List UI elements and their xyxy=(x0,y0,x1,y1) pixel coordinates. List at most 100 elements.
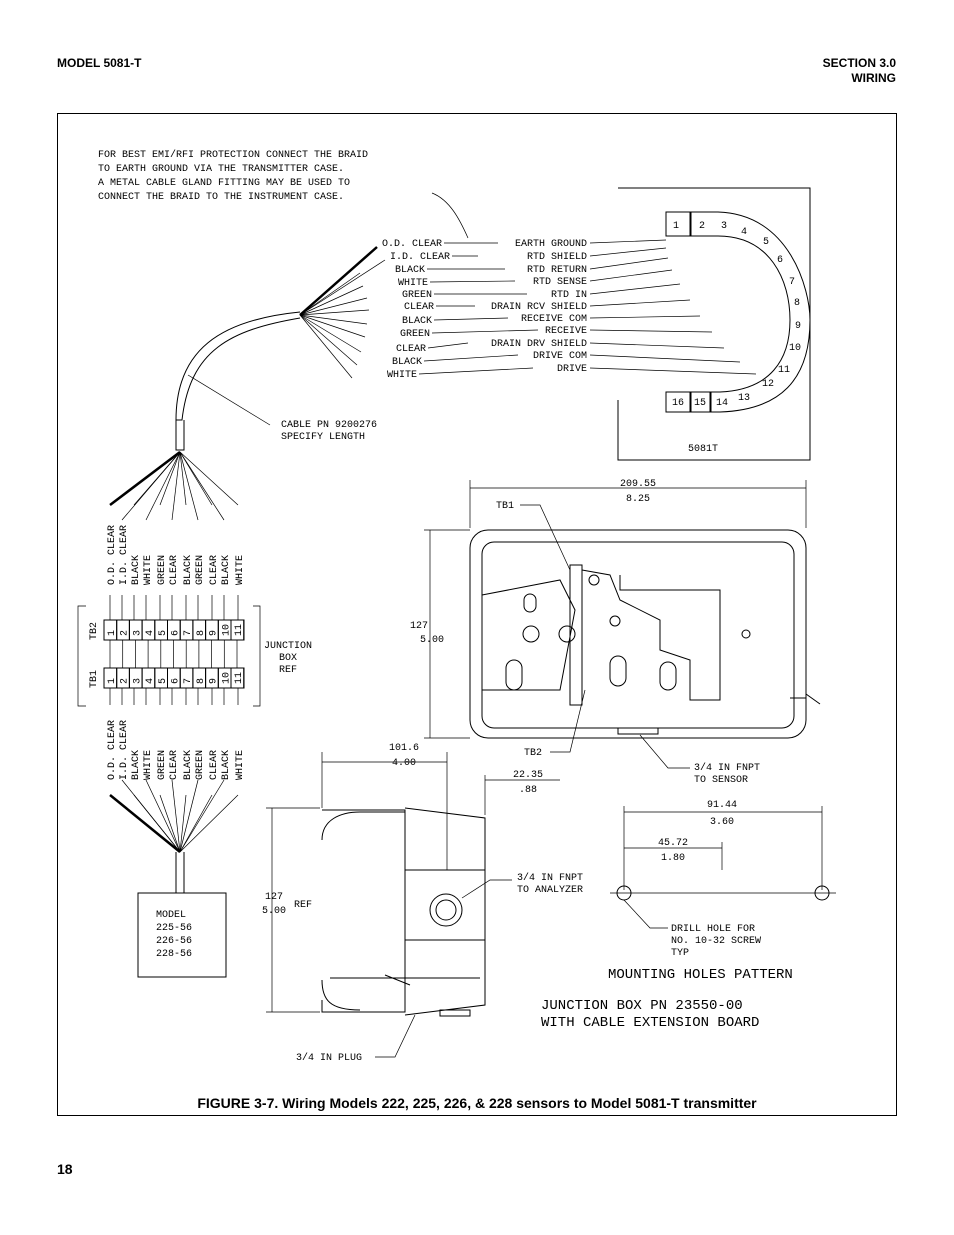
tb2-wire-label: WHITE xyxy=(143,555,154,585)
tb1-terminal: 8 xyxy=(196,678,207,684)
signal-label: RTD SHIELD xyxy=(527,252,587,263)
signal-link xyxy=(431,329,539,334)
fan-wire xyxy=(171,779,181,853)
terminal-number: 9 xyxy=(795,321,801,332)
tb2-cell xyxy=(230,619,245,641)
hole-spacing-in: 3.60 xyxy=(710,817,734,828)
side-height-dim xyxy=(266,807,320,1013)
fnpt-analyzer-line: TO ANALYZER xyxy=(517,885,583,896)
tb1-wire-label: GREEN xyxy=(195,750,206,780)
signal-wire xyxy=(589,367,757,375)
fan-wire xyxy=(179,451,187,506)
tb1-wire-label: BLACK xyxy=(221,750,232,780)
tb1-pointer xyxy=(520,504,571,571)
fan-wire xyxy=(179,794,239,853)
tb2-terminal: 3 xyxy=(132,630,143,636)
signal-wire xyxy=(589,299,691,307)
cable-label-line: CABLE PN 9200276 xyxy=(281,420,377,431)
signal-label: EARTH GROUND xyxy=(515,239,587,250)
signal-link xyxy=(418,367,534,375)
terminal-number: 11 xyxy=(778,365,790,376)
fan-wire xyxy=(299,314,358,366)
wire-color-label: WHITE xyxy=(387,370,417,381)
height-dim xyxy=(424,529,470,739)
cable-label-line: SPECIFY LENGTH xyxy=(281,432,365,443)
sensor-model-line: MODEL xyxy=(156,910,186,921)
plug-leader xyxy=(375,1014,416,1058)
terminal-number: 5 xyxy=(763,237,769,248)
fan-wire xyxy=(299,314,366,338)
note-line: FOR BEST EMI/RFI PROTECTION CONNECT THE … xyxy=(98,149,368,161)
terminal-number: 14 xyxy=(716,398,728,409)
depth-mm: 101.6 xyxy=(389,743,419,754)
tb1-cell xyxy=(230,667,245,689)
wire-color-label: CLEAR xyxy=(396,344,426,355)
tb2-terminal: 8 xyxy=(196,630,207,636)
note-line: TO EARTH GROUND VIA THE TRANSMITTER CASE… xyxy=(98,164,344,175)
figure-caption: FIGURE 3-7. Wiring Models 222, 225, 226,… xyxy=(197,1095,757,1111)
fan-wire xyxy=(299,285,364,316)
note-leader xyxy=(431,192,469,239)
signal-link xyxy=(429,280,516,283)
sensor-model-line: 225-56 xyxy=(156,923,192,934)
signal-label: DRAIN DRV SHIELD xyxy=(491,339,587,350)
tb1-terminal: 9 xyxy=(209,678,220,684)
tb1-terminal: 4 xyxy=(145,678,156,684)
plug-label: 3/4 IN PLUG xyxy=(296,1052,362,1064)
tb2-terminal: 6 xyxy=(171,630,182,636)
terminal-number: 7 xyxy=(789,277,795,288)
cable-inner xyxy=(175,311,301,421)
wire-color-label: BLACK xyxy=(395,265,425,276)
fan-wire xyxy=(179,451,225,521)
tb1-terminal: 5 xyxy=(158,678,169,684)
cable-leader xyxy=(187,374,271,426)
tb2-wire-label: BLACK xyxy=(131,555,142,585)
jbox-title-line: JUNCTION BOX PN 23550-00 xyxy=(541,998,743,1014)
signal-label: RTD IN xyxy=(551,290,587,301)
signal-link xyxy=(423,354,519,362)
tb2-terminal: 1 xyxy=(107,630,118,636)
tb1-wire-label: BLACK xyxy=(183,750,194,780)
terminal-number: 2 xyxy=(699,221,705,232)
fan-wire xyxy=(299,259,386,316)
tb1-terminal: 1 xyxy=(107,678,118,684)
tb2-wire-label: WHITE xyxy=(235,555,246,585)
signal-wire xyxy=(589,329,713,333)
fnpt-sensor-leader xyxy=(639,734,690,769)
tb2-wire-label: CLEAR xyxy=(169,555,180,585)
tb2-label: TB2 xyxy=(89,622,100,640)
tb1-wire-label: BLACK xyxy=(131,750,142,780)
tb1-terminal: 6 xyxy=(171,678,182,684)
signal-wire xyxy=(589,269,673,282)
sensor-model-line: 228-56 xyxy=(156,949,192,960)
signal-wire xyxy=(589,283,681,295)
signal-wire xyxy=(589,247,667,257)
fan-wire xyxy=(145,779,181,853)
terminal-divider xyxy=(689,391,692,413)
signal-wire xyxy=(589,257,669,270)
offset-dim xyxy=(484,775,560,815)
terminal-number: 13 xyxy=(738,393,750,404)
drill-leader xyxy=(623,899,668,929)
mount-hole-right xyxy=(814,885,830,901)
tb1-terminal: 2 xyxy=(120,678,131,684)
terminal-number: 8 xyxy=(794,298,800,309)
tb1-terminal: 10 xyxy=(221,672,232,684)
note-line: CONNECT THE BRAID TO THE INSTRUMENT CASE… xyxy=(98,192,344,203)
signal-wire xyxy=(589,354,741,363)
terminal-divider xyxy=(709,391,712,413)
terminal-number: 10 xyxy=(789,343,801,354)
offset-in: .88 xyxy=(519,785,537,796)
signal-label: RTD SENSE xyxy=(533,277,587,288)
signal-wire xyxy=(589,342,725,349)
tb2-terminal: 4 xyxy=(145,630,156,636)
wire-color-label: CLEAR xyxy=(404,302,434,313)
width-mm: 209.55 xyxy=(620,479,656,490)
terminal-number: 16 xyxy=(672,398,684,409)
wire-color-label: WHITE xyxy=(398,278,428,289)
fan-wire xyxy=(133,794,181,853)
fan-wire xyxy=(179,779,199,853)
